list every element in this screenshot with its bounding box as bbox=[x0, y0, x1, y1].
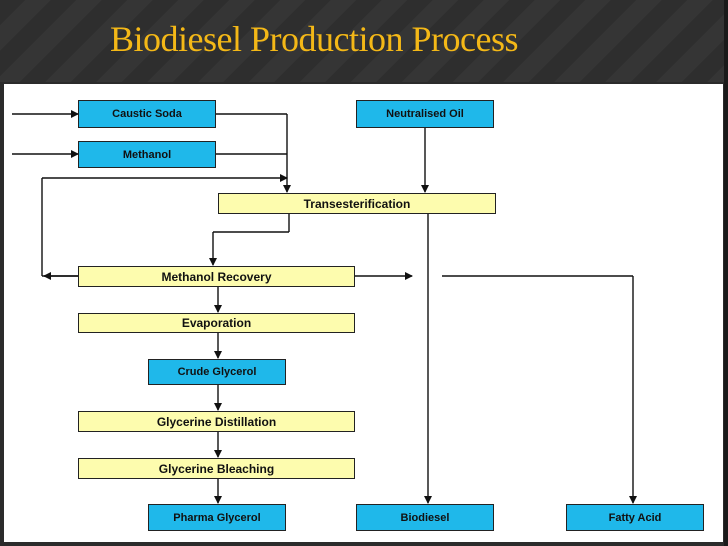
node-glycerine-distillation: Glycerine Distillation bbox=[78, 411, 355, 432]
node-fatty-acid: Fatty Acid bbox=[566, 504, 704, 531]
node-glycerine-bleaching: Glycerine Bleaching bbox=[78, 458, 355, 479]
slide-title: Biodiesel Production Process bbox=[110, 19, 518, 59]
node-transesterification: Transesterification bbox=[218, 193, 496, 214]
node-evaporation: Evaporation bbox=[78, 313, 355, 333]
node-pharma-glycerol: Pharma Glycerol bbox=[148, 504, 286, 531]
node-methanol-recovery: Methanol Recovery bbox=[78, 266, 355, 287]
node-neutralised-oil: Neutralised Oil bbox=[356, 100, 494, 128]
slide-edge-bar bbox=[724, 0, 728, 546]
node-methanol: Methanol bbox=[78, 141, 216, 168]
node-caustic-soda: Caustic Soda bbox=[78, 100, 216, 128]
title-background bbox=[0, 0, 728, 82]
node-biodiesel: Biodiesel bbox=[356, 504, 494, 531]
flow-diagram: Caustic Soda Methanol Neutralised Oil Tr… bbox=[4, 84, 723, 542]
node-crude-glycerol: Crude Glycerol bbox=[148, 359, 286, 385]
connectors bbox=[12, 110, 637, 504]
